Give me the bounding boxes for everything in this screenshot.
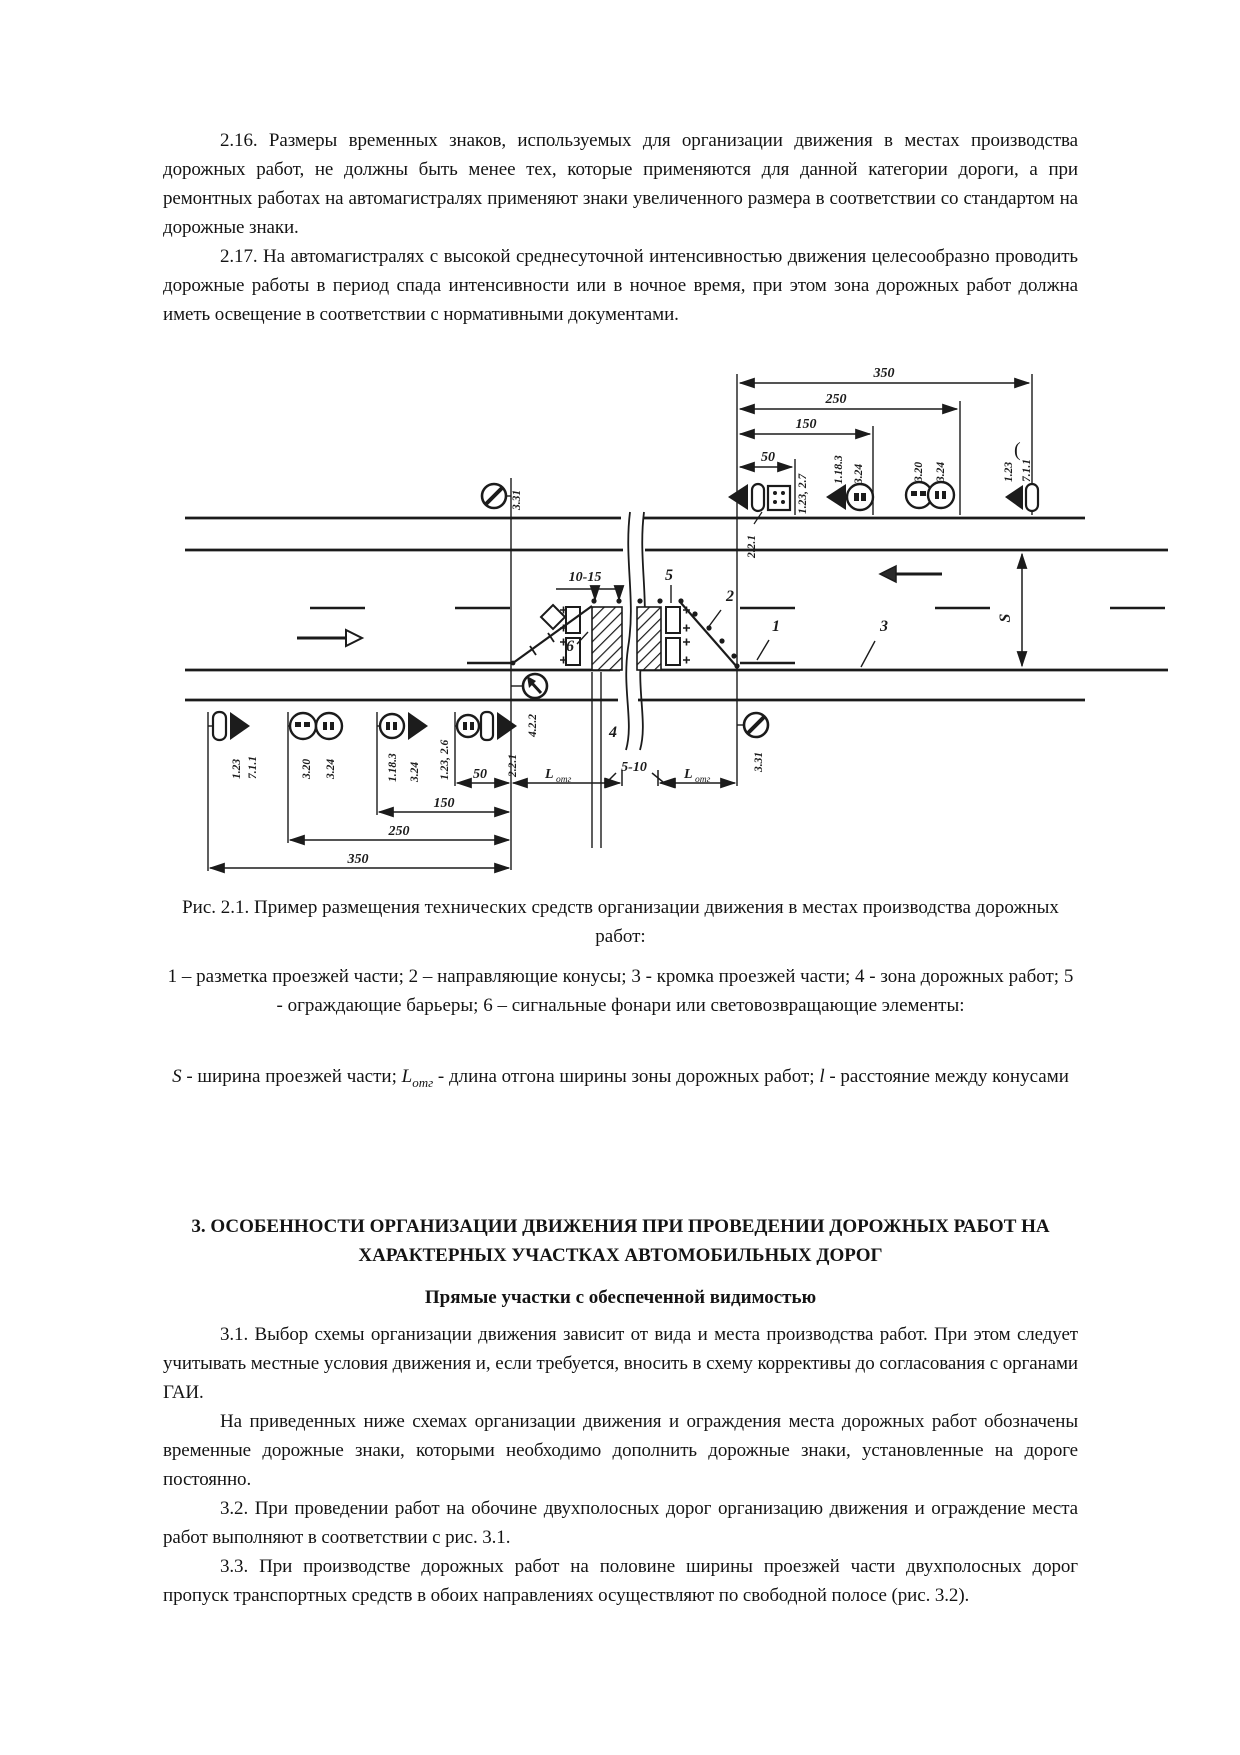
work-zone: [591, 606, 662, 671]
sign-group-bottom-4: [455, 710, 517, 742]
sign-label-end-bottom: 3.31: [753, 752, 765, 773]
paragraph-3-3: 3.3. При производстве дорожных работ на …: [163, 1556, 1078, 1606]
intro-paragraphs: 2.16. Размеры временных знаков, использу…: [163, 126, 1078, 329]
dim-bottom-250: 250: [388, 824, 410, 839]
notation-L-sub: отг: [412, 1074, 434, 1090]
callout-2-cones: 2: [725, 588, 734, 605]
sign-label-top-3b: 3.24: [935, 462, 947, 483]
sign-end-restrictions-bottom: [737, 711, 770, 739]
traffic-arrow-right: [297, 628, 365, 648]
traffic-arrow-left: [878, 564, 942, 584]
figure-diagram: 350 250 150 50 1.23, 2.7 2.2.1 1.18.3 3.…: [185, 366, 1168, 874]
notation-L-text: - длина отгона ширины зоны дорожных рабо…: [433, 1066, 820, 1087]
dim-lotg-2: L отг: [683, 767, 711, 785]
notation-l: l: [819, 1066, 825, 1087]
sign-label-top-1-extra: 2.2.1: [746, 535, 758, 559]
road-lines: [185, 516, 1168, 702]
notation-S-text: - ширина проезжей части;: [181, 1066, 402, 1087]
sign-label-top-3a: 3.20: [913, 462, 925, 483]
guard-barriers: [565, 606, 681, 666]
dimension-zone-length: [556, 585, 625, 602]
lotg2-letter: L: [683, 767, 693, 782]
sign-label-top-2b: 3.24: [853, 464, 865, 485]
sign-label-bottom-4-extra: 2.2.1: [507, 754, 519, 778]
sign-label-bottom-4: 1.23, 2.6: [439, 740, 451, 781]
callout-leaders: [576, 585, 876, 668]
sign-label-top-4a: 1.23: [1003, 462, 1015, 482]
sign-label-top-2a: 1.18.3: [833, 455, 845, 484]
sign-group-top-3: [904, 480, 956, 510]
paragraph-2-16: 2.16. Размеры временных знаков, использу…: [163, 130, 1078, 238]
dim-zone-10-15: 10-15: [569, 570, 602, 585]
dim-lotg-1: L отг: [544, 767, 572, 785]
figure-caption: Рис. 2.1. Пример размещения технических …: [182, 897, 1059, 947]
sign-label-detour: 4.2.2: [527, 714, 539, 738]
callout-3-edge: 3: [879, 618, 888, 635]
section-paragraphs: 3.1. Выбор схемы организации движения за…: [163, 1320, 1078, 1610]
dim-bottom-50: 50: [473, 767, 487, 782]
sign-label-top-1: 1.23, 2.7: [797, 473, 809, 515]
taper-cones: [591, 598, 740, 669]
figure-legend: 1 – разметка проезжей части; 2 – направл…: [167, 966, 1074, 1016]
sign-group-top-1: [728, 482, 792, 525]
dim-top-350: 350: [873, 366, 895, 381]
centerline-marking: [310, 606, 1165, 665]
lotg2-sub: отг: [695, 775, 711, 785]
dimensions-top: [738, 377, 1031, 473]
sign-label-bottom-1b: 7.1.1: [247, 756, 259, 779]
dim-top-50: 50: [761, 450, 775, 465]
section-heading: 3. ОСОБЕННОСТИ ОРГАНИЗАЦИИ ДВИЖЕНИЯ ПРИ …: [191, 1216, 1050, 1266]
dimensions-bottom: [208, 770, 737, 874]
sign-group-bottom-2: [288, 711, 344, 741]
paragraph-3-2: 3.2. При проведении работ на обочине дву…: [163, 1498, 1078, 1548]
callout-4-workzone: 4: [608, 724, 617, 741]
dim-top-250: 250: [825, 392, 847, 407]
sign-label-bottom-1a: 1.23: [231, 759, 243, 779]
sign-label-top-4b: 7.1.1: [1021, 459, 1033, 482]
notation-S: S: [172, 1066, 182, 1087]
callout-1-marking: 1: [772, 618, 780, 635]
sign-group-bottom-1: [208, 710, 250, 742]
section-subheading: Прямые участки с обеспеченной видимостью: [424, 1287, 817, 1308]
dim-bottom-350: 350: [347, 852, 369, 867]
notation-L: L: [401, 1066, 413, 1087]
dim-top-150: 150: [796, 417, 817, 432]
taper-left: [510, 603, 593, 666]
paragraph-2-17: 2.17. На автомагистралях с высокой средн…: [163, 246, 1078, 325]
sign-group-top-4: [1005, 482, 1040, 513]
notation-l-text: - расстояние между конусами: [824, 1066, 1069, 1087]
figure-notation: S - ширина проезжей части; Lотг - длина …: [163, 1062, 1078, 1097]
sign-label-bottom-3b: 3.24: [409, 762, 421, 783]
lotg1-sub: отг: [556, 775, 572, 785]
sign-group-top-2: [826, 482, 875, 512]
stray-bracket-mark: (: [1014, 439, 1021, 461]
sign-label-bottom-2b: 3.24: [325, 759, 337, 780]
dim-width-S: S: [997, 613, 1014, 622]
paragraph-3-1: 3.1. Выбор схемы организации движения за…: [163, 1324, 1078, 1403]
dim-bottom-150: 150: [434, 796, 455, 811]
callout-6-lamps: 6: [566, 638, 574, 655]
dim-bottom-5-10: 5-10: [621, 760, 647, 775]
sign-group-bottom-3: [377, 712, 428, 740]
callout-5-barriers: 5: [665, 567, 673, 584]
paragraph-3-1-note: На приведенных ниже схемах организации д…: [163, 1411, 1078, 1490]
sign-label-bottom-2a: 3.20: [301, 759, 313, 780]
sign-end-restrictions-top: [480, 482, 511, 510]
sign-label-end-top: 3.31: [511, 490, 523, 511]
sign-detour-left: [511, 672, 549, 700]
sign-label-bottom-3a: 1.18.3: [387, 753, 399, 782]
lotg1-letter: L: [544, 767, 554, 782]
